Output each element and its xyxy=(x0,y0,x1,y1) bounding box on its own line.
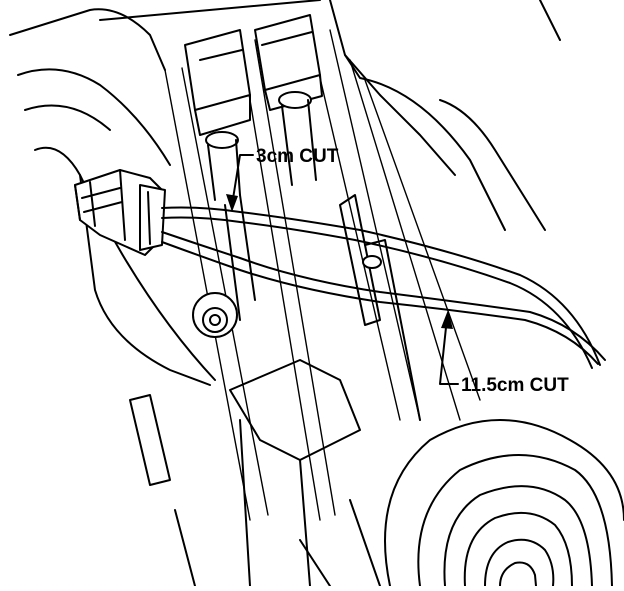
connector-plug xyxy=(74,169,166,256)
linkage-rods xyxy=(224,194,421,421)
mounting-bolt xyxy=(192,292,238,338)
leader-arrow-3cm xyxy=(226,154,254,212)
label-11-5cm-cut: 11.5cm CUT xyxy=(461,375,569,396)
label-3cm-cut: 3cm CUT xyxy=(256,146,339,167)
lower-assembly xyxy=(129,359,381,587)
leader-arrow-11-5cm xyxy=(439,310,459,385)
circular-housing xyxy=(384,419,624,587)
wire-harness xyxy=(161,206,606,369)
top-connector-left xyxy=(184,29,251,201)
top-connector-right xyxy=(254,14,323,186)
